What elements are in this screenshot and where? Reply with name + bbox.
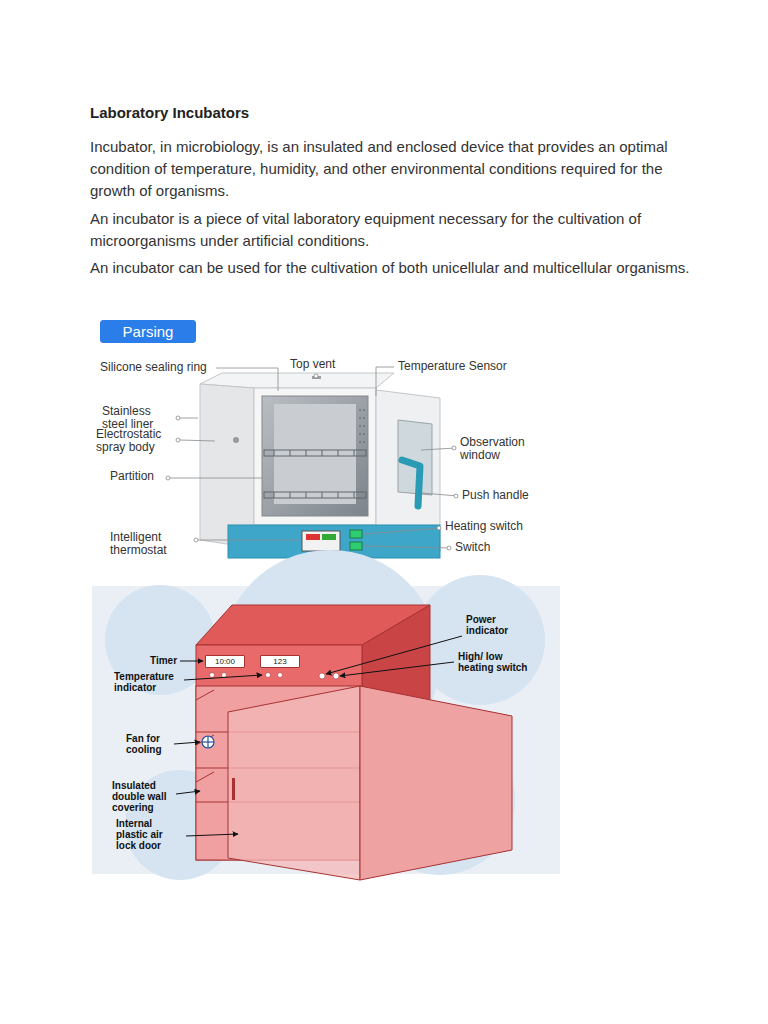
part-label: Silicone sealing ring [100, 361, 207, 374]
part-label: Electrostatic spray body [96, 428, 178, 454]
leader-lines [166, 367, 458, 548]
part-label: Temperature indicator [114, 671, 182, 693]
part-label: Timer [150, 655, 177, 666]
body-paragraph: An incubator is a piece of vital laborat… [90, 208, 690, 252]
tag-button: Parsing [100, 320, 196, 343]
part-label: Insulated double wall covering [112, 780, 174, 813]
part-label: Internal plastic air lock door [116, 818, 184, 851]
part-label: Heating switch [445, 520, 523, 533]
incubator-drawing [92, 550, 560, 880]
part-label: Temperature Sensor [398, 360, 507, 373]
temperature-display: 123 [260, 655, 300, 668]
part-label: Top vent [290, 358, 335, 371]
part-label: Partition [110, 470, 154, 483]
node-text: Parsing [123, 323, 174, 340]
body-paragraph: An incubator can be used for the cultiva… [90, 257, 690, 279]
part-label: Push handle [462, 489, 529, 502]
part-label: Fan for cooling [126, 733, 172, 755]
body-paragraph: Incubator, in microbiology, is an insula… [90, 136, 690, 202]
part-label: High/ low heating switch [458, 651, 538, 673]
part-label: Switch [455, 541, 490, 554]
arrow-leaders [174, 636, 462, 836]
part-label: Observation window [460, 436, 552, 462]
page-heading: Laboratory Incubators [90, 104, 249, 121]
node-text: 123 [273, 657, 286, 666]
part-label: Intelligent thermostat [110, 531, 192, 557]
incubator-photo [200, 373, 440, 558]
timer-display: 10:00 [205, 655, 245, 668]
node-text: 10:00 [215, 657, 235, 666]
part-label: Power indicator [466, 614, 530, 636]
